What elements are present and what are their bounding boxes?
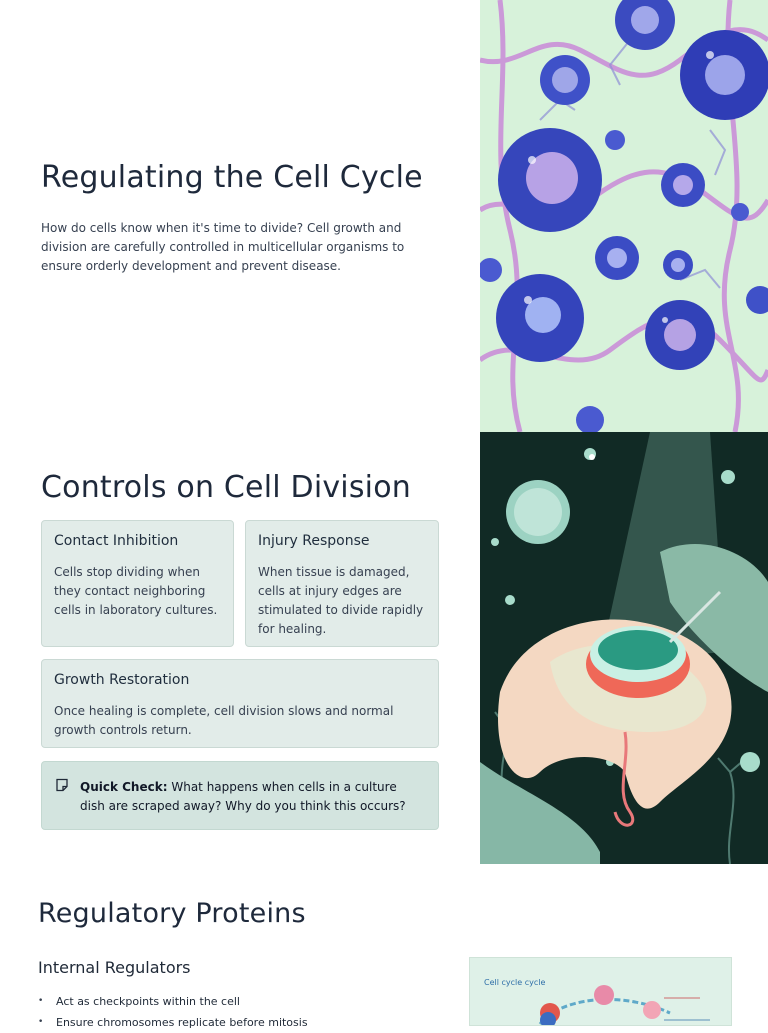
section-controls: Controls on Cell Division Contact Inhibi… bbox=[0, 432, 768, 864]
subsection-title: Internal Regulators bbox=[38, 958, 191, 977]
card-title: Growth Restoration bbox=[54, 672, 190, 688]
section-regulatory-proteins: Regulatory Proteins Internal Regulators … bbox=[0, 864, 768, 1033]
card-contact-inhibition: Contact Inhibition Cells stop dividing w… bbox=[41, 520, 234, 647]
quick-check-label: Quick Check: bbox=[80, 780, 168, 794]
section-regulating-text: Regulating the Cell Cycle How do cells k… bbox=[41, 160, 438, 276]
page-title: Regulating the Cell Cycle bbox=[41, 160, 423, 195]
list-item: Ensure chromosomes replicate before mito… bbox=[38, 1012, 438, 1033]
internal-regulators-block: Internal Regulators Act as checkpoints w… bbox=[38, 958, 438, 1033]
intro-paragraph: How do cells know when it's time to divi… bbox=[41, 221, 405, 273]
card-body: Cells stop dividing when they contact ne… bbox=[54, 565, 218, 617]
regulatory-heading-wrap: Regulatory Proteins bbox=[38, 898, 306, 929]
quick-check-text: Quick Check: What happens when cells in … bbox=[80, 778, 425, 816]
cell-cycle-diagram: Cell cycle cycle bbox=[469, 957, 732, 1026]
card-body: When tissue is damaged, cells at injury … bbox=[258, 565, 424, 636]
section-regulating: Regulating the Cell Cycle How do cells k… bbox=[0, 0, 768, 432]
card-injury-response: Injury Response When tissue is damaged, … bbox=[245, 520, 439, 647]
card-title: Contact Inhibition bbox=[54, 533, 179, 549]
diagram-title: Cell cycle cycle bbox=[484, 978, 546, 987]
cells-illustration bbox=[480, 0, 768, 432]
note-icon bbox=[56, 778, 68, 792]
quick-check-question: What happens when cells in a culture dis… bbox=[80, 780, 406, 813]
regulator-list: Act as checkpoints within the cell Ensur… bbox=[38, 991, 438, 1033]
card-body: Once healing is complete, cell division … bbox=[54, 704, 394, 737]
card-title: Injury Response bbox=[258, 533, 370, 549]
section-title-regulatory: Regulatory Proteins bbox=[38, 898, 306, 929]
controls-heading-wrap: Controls on Cell Division bbox=[41, 470, 438, 505]
card-growth-restoration: Growth Restoration Once healing is compl… bbox=[41, 659, 439, 748]
quick-check-callout: Quick Check: What happens when cells in … bbox=[41, 761, 439, 830]
section-title-controls: Controls on Cell Division bbox=[41, 470, 411, 505]
list-item: Act as checkpoints within the cell bbox=[38, 991, 438, 1012]
tissue-healing-illustration bbox=[480, 432, 768, 864]
